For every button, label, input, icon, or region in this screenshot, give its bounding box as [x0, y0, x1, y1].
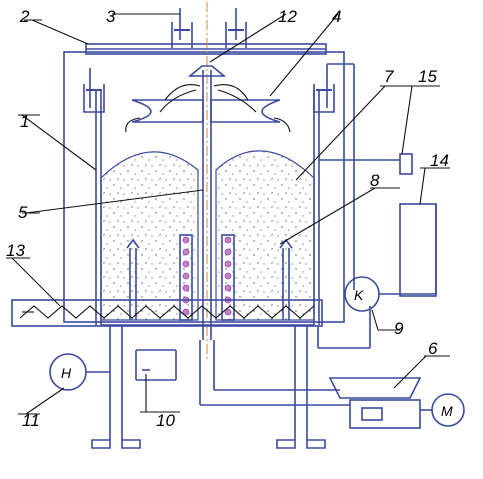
- callout-6: 6: [428, 339, 438, 358]
- callout-8: 8: [370, 171, 380, 190]
- callout-2: 2: [19, 7, 30, 26]
- motor-m: M: [420, 393, 465, 427]
- callout-14: 14: [430, 151, 449, 170]
- compressor-k: K: [344, 276, 380, 312]
- liquid-seal-left: [83, 68, 105, 113]
- flow-arrows: [125, 84, 291, 133]
- distributor-nozzle: [187, 65, 227, 77]
- gas-outlet-seal: [171, 8, 247, 48]
- outer-housing: [63, 43, 345, 323]
- callout-11: 11: [22, 411, 40, 430]
- hopper-6: [328, 377, 422, 429]
- callout-15: 15: [418, 67, 437, 86]
- pump-h: H: [49, 353, 87, 391]
- deflector-cone: [131, 99, 281, 123]
- callout-5: 5: [18, 203, 28, 222]
- callout-7: 7: [384, 67, 394, 86]
- callout-4: 4: [332, 7, 341, 26]
- callout-13: 13: [6, 241, 25, 260]
- gas-nozzle-left: [126, 238, 140, 320]
- storage-tank: [399, 153, 437, 297]
- callout-12: 12: [278, 7, 297, 26]
- callout-1: 1: [20, 112, 29, 131]
- compressor-label: K: [354, 287, 364, 303]
- motor-label: M: [441, 403, 453, 419]
- callout-10: 10: [156, 411, 175, 430]
- pump-label: H: [61, 365, 72, 381]
- screw-conveyor: [11, 299, 323, 327]
- gas-pipework: [86, 204, 437, 449]
- liquid-seal-right: [313, 63, 400, 290]
- callout-numbers: 1 2 3 4 5 6 7 8 9 10 11 12 13 14 15: [6, 7, 449, 430]
- callout-3: 3: [106, 7, 116, 26]
- leader-lines: [6, 13, 450, 415]
- callout-9: 9: [394, 319, 404, 338]
